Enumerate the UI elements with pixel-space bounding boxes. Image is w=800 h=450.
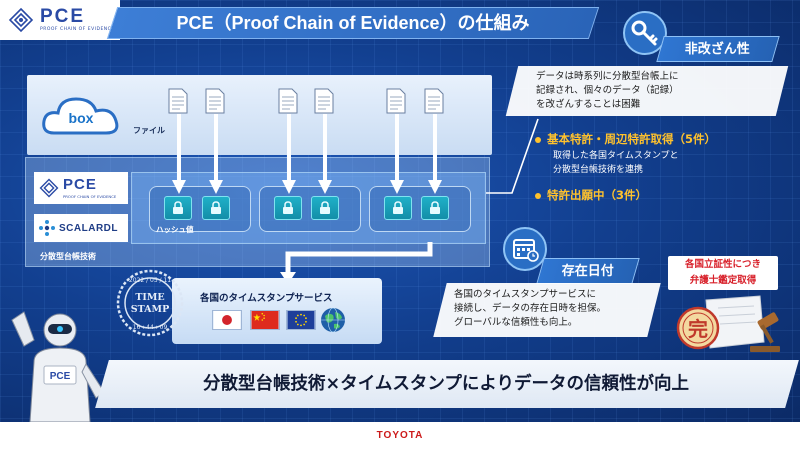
pce-logo: PCE PROOF CHAIN OF EVIDENCE xyxy=(0,0,120,40)
page-title: PCE（Proof Chain of Evidence）の仕組み xyxy=(176,13,530,33)
hash-group xyxy=(369,186,471,232)
immutability-line-3: を改ざんすることは困難 xyxy=(536,99,641,110)
legal-opinion-box xyxy=(668,256,778,290)
patents-pending: 特許出願中（3件） xyxy=(547,188,648,202)
immutability-line-2: 記録され、個々のデータ（記録） xyxy=(536,85,679,96)
bottom-banner-text: 分散型台帳技術×タイムスタンプによりデータの信頼性が向上 xyxy=(203,374,689,394)
logo-wordmark: PCE xyxy=(40,6,86,28)
eu-flag-icon xyxy=(286,310,316,330)
existence-date-line-3: グローバルな信頼性も向上。 xyxy=(454,317,578,328)
time-stamp-icon: 2022 / 05 / 11 TIME STAMP 16 : 44 : 09 xyxy=(116,269,184,337)
document-icon xyxy=(278,88,298,114)
legal-opinion-text: 各国立証性につき 弁護士鑑定取得 xyxy=(668,257,778,289)
immutability-tag: 非改ざん性 xyxy=(656,36,780,62)
timestamp-service-panel xyxy=(172,278,382,344)
japan-flag-icon xyxy=(212,310,242,330)
files-label: ファイル xyxy=(133,126,165,135)
scalardl-logo: SCALARDL xyxy=(34,214,128,242)
box-service-label: box xyxy=(68,110,94,126)
slide-canvas: PCE PROOF CHAIN OF EVIDENCE PCE（Proof Ch… xyxy=(0,0,800,422)
robot-mascot-icon: PCE xyxy=(11,311,105,422)
existence-date-tag: 存在日付 xyxy=(536,258,640,284)
patents-line-1: 取得した各国タイムスタンプと xyxy=(553,151,679,161)
lock-icon xyxy=(274,196,302,220)
document-icon xyxy=(424,88,444,114)
pce-logo-icon xyxy=(8,7,34,33)
bullet-dot xyxy=(535,137,541,143)
timestamp-service-title: 各国のタイムスタンプサービス xyxy=(200,293,333,304)
immutability-tag-text: 非改ざん性 xyxy=(685,42,751,57)
arrow-down-icon xyxy=(390,114,404,194)
lock-icon xyxy=(384,196,412,220)
arrow-down-icon xyxy=(172,114,186,194)
ledger-label: 分散型台帳技術 xyxy=(40,252,96,261)
stamp-line1: TIME xyxy=(135,292,164,303)
stamp-time: 16 : 44 : 09 xyxy=(133,324,168,331)
patents-line-2: 分散型台帳技術を連携 xyxy=(553,165,644,175)
hash-group xyxy=(149,186,251,232)
robot-chest-logo: PCE xyxy=(50,371,71,382)
globe-network-icon xyxy=(321,307,345,333)
lock-icon xyxy=(164,196,192,220)
patents-granted: 基本特許・周辺特許取得（5件） xyxy=(547,132,716,146)
stamp-date: 2022 / 05 / 11 xyxy=(129,277,171,284)
lock-icon xyxy=(202,196,230,220)
legal-line-1: 各国立証性につき xyxy=(684,259,761,270)
seal-and-gavel-icon: 完 xyxy=(676,295,780,352)
pce-ledger-logo: PCE PROOF CHAIN OF EVIDENCE xyxy=(34,172,128,204)
existence-date-line-1: 各国のタイムスタンプサービスに xyxy=(454,289,597,300)
immutability-line-1: データは時系列に分散型台帳上に xyxy=(536,71,679,82)
key-icon xyxy=(623,11,667,55)
document-icon xyxy=(386,88,406,114)
arrow-down-icon xyxy=(282,114,296,194)
link-line xyxy=(486,118,539,194)
scalardl-logo-icon xyxy=(39,220,55,236)
arrow-down-icon xyxy=(318,114,332,194)
logo-subtitle: PROOF CHAIN OF EVIDENCE xyxy=(40,27,115,33)
arrow-down-icon xyxy=(209,114,223,194)
document-icon xyxy=(205,88,225,114)
stamp-line2: STAMP xyxy=(131,304,169,315)
pce-logo-icon xyxy=(39,178,59,198)
cloud-icon xyxy=(42,97,119,135)
footer xyxy=(0,422,800,450)
lock-icon xyxy=(421,196,449,220)
bullet-dot xyxy=(535,193,541,199)
document-icon xyxy=(168,88,188,114)
existence-date-line-2: 接続し、データの存在日時を担保。 xyxy=(454,303,607,314)
existence-date-tag-text: 存在日付 xyxy=(561,264,614,279)
scalardl-wordmark: SCALARDL xyxy=(59,222,118,234)
document-icon xyxy=(314,88,334,114)
hash-label: ハッシュ値 xyxy=(156,225,194,234)
china-flag-icon xyxy=(250,310,280,330)
toyota-logo: TOYOTA xyxy=(376,430,424,441)
arrow-down-icon xyxy=(428,114,442,194)
pce-wordmark: PCE xyxy=(63,176,97,193)
legal-line-2: 弁護士鑑定取得 xyxy=(689,275,757,286)
calendar-icon xyxy=(503,227,547,271)
pce-subtitle: PROOF CHAIN OF EVIDENCE xyxy=(63,194,117,199)
seal-character: 完 xyxy=(688,317,708,341)
lock-icon xyxy=(311,196,339,220)
